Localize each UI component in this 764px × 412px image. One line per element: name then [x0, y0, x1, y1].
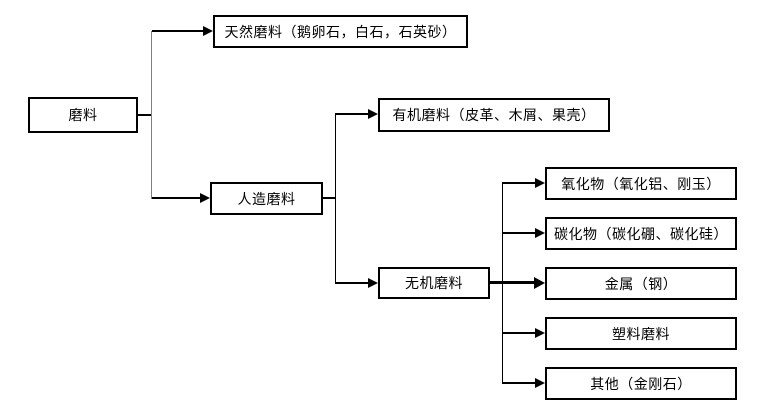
arrow-line-to-plastic [502, 332, 535, 334]
arrow-line-to-carbides [502, 232, 535, 234]
connector-root-stub [138, 114, 152, 116]
arrowhead-to-oxides-icon [535, 178, 545, 188]
node-artificial-abrasive: 人造磨料 [210, 182, 323, 215]
node-organic-abrasive: 有机磨料（皮革、木屑、果壳） [378, 98, 610, 132]
arrowhead-to-natural-icon [203, 26, 213, 36]
node-other: 其他（金刚石） [545, 367, 737, 400]
arrowhead-to-plastic-icon [535, 328, 545, 338]
node-inorganic-abrasive: 无机磨料 [378, 267, 490, 299]
arrow-line-to-artificial [152, 197, 200, 199]
arrowhead-to-organic-icon [368, 109, 378, 119]
arrow-line-to-other [502, 382, 535, 384]
arrow-line-to-inorganic [335, 282, 368, 284]
connector-artificial-trunk [335, 114, 336, 283]
connector-root-trunk [151, 31, 152, 199]
arrowhead-to-artificial-icon [200, 193, 210, 203]
arrow-line-to-metal [490, 281, 534, 284]
arrow-line-to-natural [152, 30, 203, 32]
node-metal: 金属（钢） [545, 267, 737, 300]
node-carbides: 碳化物（碳化硼、碳化硅） [545, 217, 737, 250]
node-plastic-abrasive: 塑料磨料 [545, 317, 737, 350]
connector-artificial-stub [323, 197, 335, 199]
node-oxides: 氧化物（氧化铝、刚玉） [545, 167, 737, 200]
arrowhead-to-inorganic-icon [368, 278, 378, 288]
arrowhead-to-carbides-icon [535, 228, 545, 238]
arrowhead-to-other-icon [535, 378, 545, 388]
node-abrasive-root: 磨料 [28, 97, 138, 133]
arrow-line-to-oxides [502, 182, 535, 184]
node-natural-abrasive: 天然磨料（鹅卵石，白石，石英砂） [213, 15, 468, 48]
arrow-line-to-organic [335, 113, 368, 115]
arrowhead-to-metal-icon [534, 277, 545, 289]
